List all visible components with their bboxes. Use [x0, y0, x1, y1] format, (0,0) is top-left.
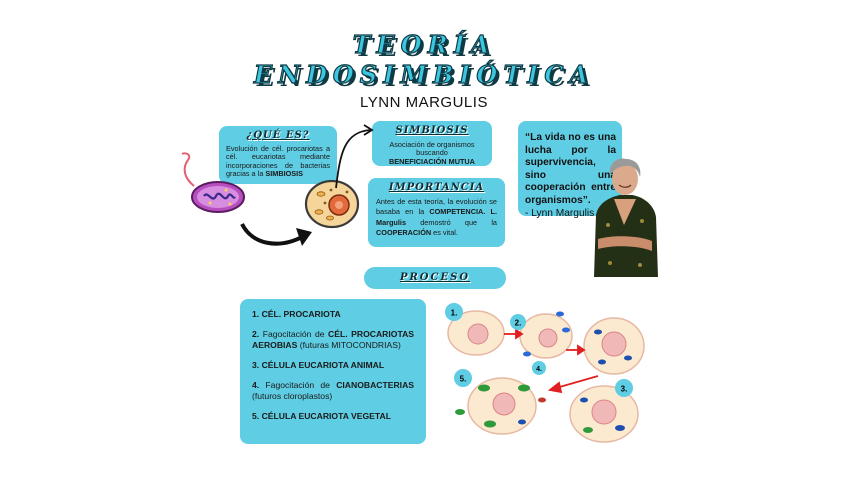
quote-text: “La vida no es una lucha por la superviv… [525, 132, 616, 206]
aerobic-bacterium [523, 351, 531, 357]
list-item: 5. CÉLULA EUCARIOTA VEGETAL [252, 411, 391, 421]
portrait-face [612, 163, 638, 195]
step-label-2: 2. [515, 319, 522, 328]
simbiosis-title: SIMBIOSIS [395, 125, 469, 136]
step-label-4: 4. [536, 366, 542, 373]
portrait-jacket [594, 195, 658, 277]
list-item: 1. CÉL. PROCARIOTA [252, 309, 341, 319]
aerobic-bacterium [562, 327, 570, 333]
title-line-1: TEORÍA [352, 29, 496, 59]
list-item: 4. Fagocitación de CIANOBACTERIAS (futur… [252, 380, 415, 401]
process-arrows [504, 328, 599, 394]
step-badge-1 [445, 303, 463, 321]
process-illustration: 1. 2. 3. 4. 5. [445, 303, 645, 443]
step-badge-2 [510, 314, 526, 330]
que-es-card: ¿QUÉ ES? Evolución de cél. procariotas a… [219, 126, 337, 184]
chloroplast [484, 420, 496, 428]
portrait-hair [609, 158, 641, 177]
importancia-title: IMPORTANCIA [388, 182, 485, 193]
bacterium-illustration [181, 152, 245, 213]
chloroplast [478, 384, 490, 392]
chloroplast [518, 384, 530, 392]
que-es-text: Evolución de cél. procariotas a cél. euc… [226, 144, 330, 178]
proceso-title-pill: PROCESO [364, 267, 506, 289]
list-item: 2. Fagocitación de CÉL. PROCARIOTAS AERO… [252, 329, 415, 350]
importancia-text: Antes de esta teoría, la evolución se ba… [376, 197, 497, 238]
proceso-title: PROCESO [399, 272, 471, 283]
flagellum [181, 152, 195, 187]
proceso-list-card: 1. CÉL. PROCARIOTA 2. Fagocitación de CÉ… [240, 299, 426, 444]
quote-author: - Lynn Margulis [525, 207, 595, 219]
importancia-card: IMPORTANCIA Antes de esta teoría, la evo… [368, 178, 505, 247]
eukaryotic-cell-illustration [304, 179, 360, 229]
step-badge-4 [532, 361, 546, 375]
lynn-margulis-portrait [594, 158, 658, 277]
list-item: 3. CÉLULA EUCARIOTA ANIMAL [252, 360, 385, 370]
step-label-5: 5. [460, 375, 467, 384]
step-label-1: 1. [451, 309, 458, 318]
que-es-title: ¿QUÉ ES? [246, 130, 310, 141]
bacterium-cytoplasm [197, 186, 239, 208]
portrait-arms [598, 236, 652, 251]
quote-card: “La vida no es una lucha por la superviv… [518, 121, 622, 219]
bacterium-dna [203, 192, 236, 200]
subtitle: LYNN MARGULIS [360, 94, 488, 111]
step-badge-3 [615, 379, 633, 397]
simbiosis-card: SIMBIOSIS Asociación de organismos busca… [372, 121, 492, 166]
title-line-2: ENDOSIMBIÓTICA [253, 59, 595, 89]
curved-arrow-up [335, 124, 374, 189]
step-badge-5 [454, 369, 472, 387]
step-label-3: 3. [621, 385, 628, 394]
curved-arrow-bottom [240, 222, 312, 246]
aerobic-bacterium [556, 311, 564, 317]
